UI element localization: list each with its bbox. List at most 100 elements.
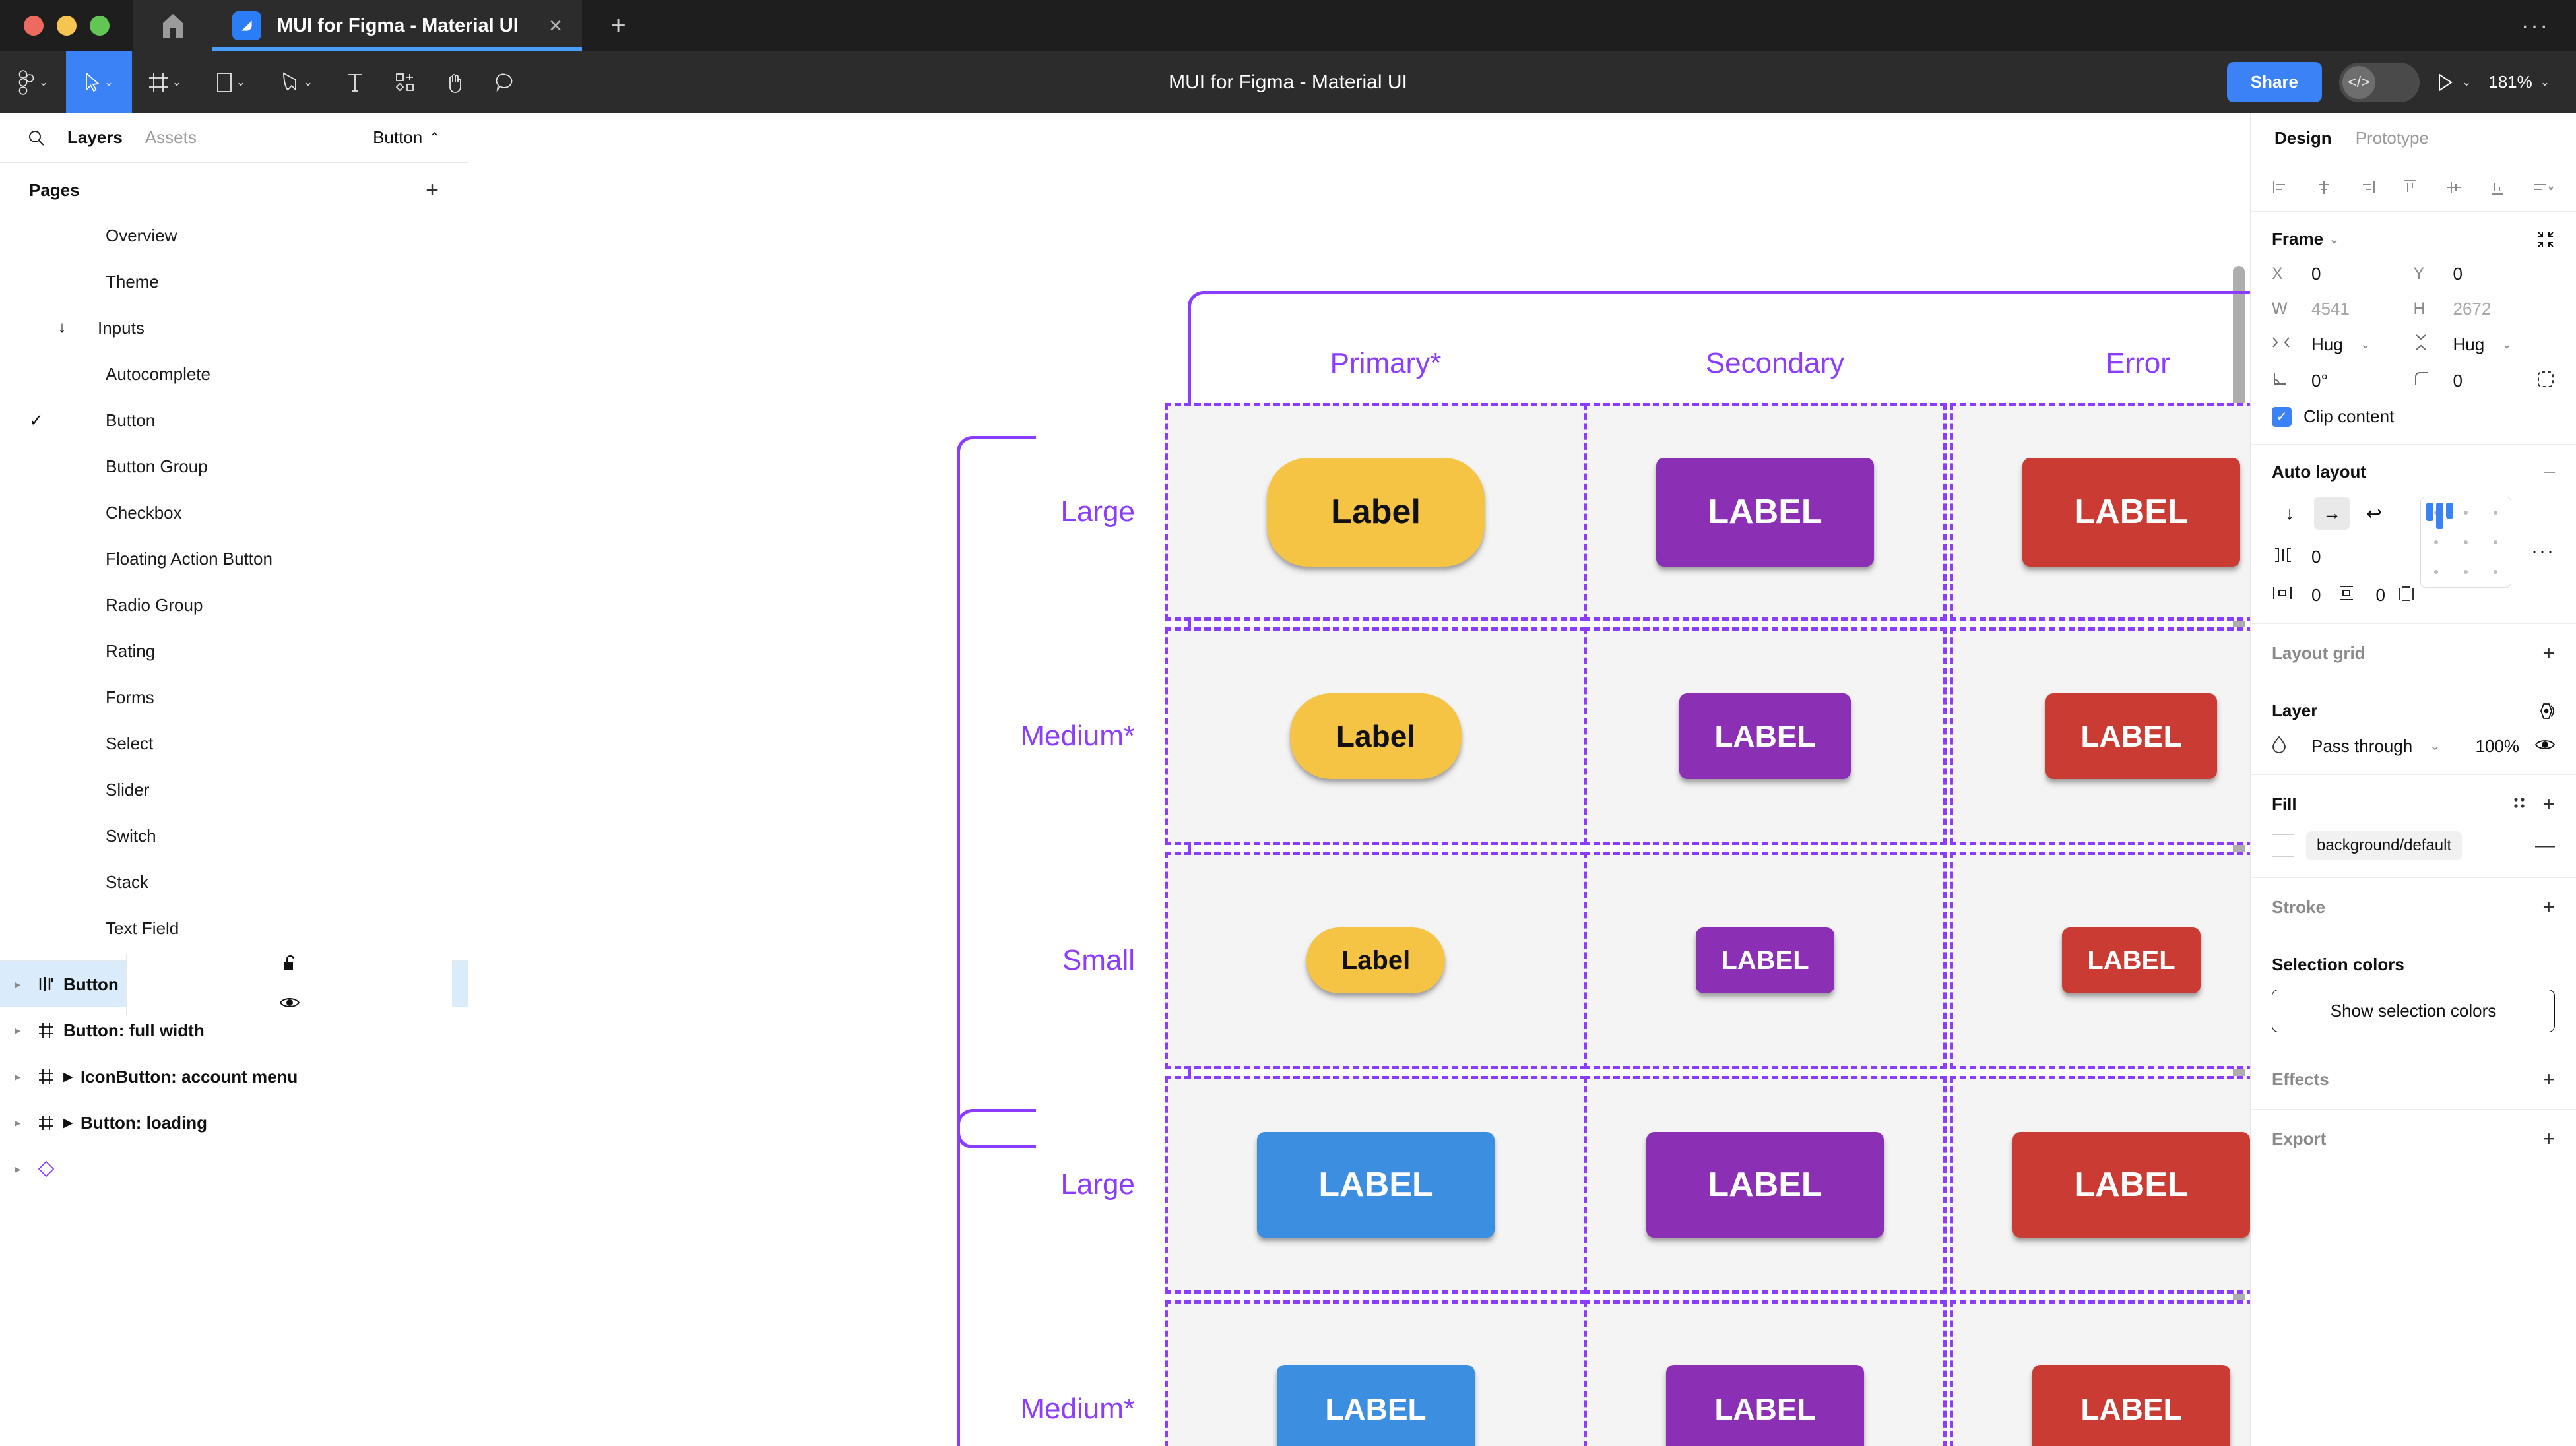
- frame-tool-icon[interactable]: ⌄: [132, 51, 198, 113]
- layer-item-button-full-width[interactable]: ▸Button: full width: [0, 1007, 468, 1053]
- move-tool-icon[interactable]: ⌄: [66, 51, 132, 113]
- vertical-padding-field[interactable]: 0: [2336, 584, 2414, 606]
- expand-triangle-icon[interactable]: ▶: [63, 1069, 73, 1084]
- page-item-rating[interactable]: Rating: [0, 628, 468, 674]
- hand-tool-icon[interactable]: [430, 51, 480, 113]
- align-right-icon[interactable]: [2359, 179, 2376, 196]
- layer-item-button-loading[interactable]: ▸▶Button: loading: [0, 1100, 468, 1146]
- shape-tool-icon[interactable]: ⌄: [198, 51, 264, 113]
- horizontal-resizing-select[interactable]: Hug ⌄: [2272, 334, 2414, 355]
- page-item-theme[interactable]: Theme: [0, 259, 468, 305]
- add-export-button[interactable]: +: [2542, 1127, 2555, 1150]
- layer-item-button[interactable]: ▸Button: [0, 954, 468, 1015]
- page-item-button[interactable]: ✓Button: [0, 397, 468, 443]
- tab-design[interactable]: Design: [2274, 127, 2332, 148]
- page-item-radio-group[interactable]: Radio Group: [0, 582, 468, 628]
- gap-field[interactable]: 0: [2272, 547, 2400, 567]
- remove-fill-button[interactable]: —: [2535, 834, 2555, 856]
- direction-vertical-button[interactable]: ↓: [2285, 503, 2294, 523]
- material-button[interactable]: LABEL: [1656, 457, 1874, 567]
- material-button[interactable]: Label: [1306, 927, 1445, 993]
- clip-content-checkbox[interactable]: ✓: [2272, 406, 2292, 427]
- align-bottom-icon[interactable]: [2489, 179, 2506, 196]
- page-item-overview[interactable]: Overview: [0, 212, 468, 259]
- align-vertical-center-icon[interactable]: [2445, 179, 2463, 196]
- material-button[interactable]: LABEL: [1696, 927, 1834, 993]
- align-left-icon[interactable]: [2272, 179, 2289, 196]
- browser-tab[interactable]: MUI for Figma - Material UI ×: [212, 0, 582, 51]
- independent-corners-button[interactable]: [2536, 370, 2555, 392]
- width-field[interactable]: W 4541: [2272, 299, 2414, 319]
- add-page-button[interactable]: +: [426, 177, 439, 203]
- auto-layout-more-button[interactable]: ···: [2531, 540, 2555, 562]
- show-selection-colors-button[interactable]: Show selection colors: [2272, 990, 2555, 1032]
- new-tab-button[interactable]: +: [610, 11, 626, 40]
- page-item-switch[interactable]: Switch: [0, 813, 468, 859]
- frame-resize-action[interactable]: [2536, 230, 2555, 249]
- window-overflow-menu[interactable]: ···: [2521, 13, 2550, 38]
- page-item-autocomplete[interactable]: Autocomplete: [0, 351, 468, 397]
- comment-tool-icon[interactable]: [480, 51, 531, 113]
- tab-layers[interactable]: Layers: [67, 127, 123, 147]
- eye-icon[interactable]: [279, 994, 300, 1015]
- expand-layer-icon[interactable]: ▸: [15, 1116, 21, 1129]
- remove-auto-layout-button[interactable]: —: [2544, 466, 2555, 478]
- align-horizontal-center-icon[interactable]: [2315, 179, 2333, 196]
- add-layout-grid-button[interactable]: +: [2542, 641, 2555, 665]
- material-button[interactable]: LABEL: [2022, 457, 2240, 567]
- fill-styles-button[interactable]: [2511, 794, 2528, 815]
- page-item-forms[interactable]: Forms: [0, 674, 468, 720]
- maximize-window-button[interactable]: [90, 16, 110, 36]
- x-field[interactable]: X 0: [2272, 264, 2414, 284]
- tab-assets[interactable]: Assets: [145, 127, 197, 147]
- material-button[interactable]: Label: [1267, 457, 1485, 567]
- minimize-window-button[interactable]: [57, 16, 77, 36]
- resources-tool-icon[interactable]: [380, 51, 430, 113]
- material-button[interactable]: LABEL: [1679, 693, 1851, 779]
- distribute-menu-icon[interactable]: [2532, 179, 2555, 196]
- present-group[interactable]: ⌄: [2437, 73, 2471, 92]
- layer-item-iconbutton-account-menu[interactable]: ▸▶IconButton: account menu: [0, 1053, 468, 1100]
- fill-token-label[interactable]: background/default: [2306, 831, 2463, 860]
- rotation-field[interactable]: 0°: [2272, 371, 2414, 391]
- fill-color-swatch[interactable]: [2272, 834, 2294, 857]
- close-window-button[interactable]: [24, 16, 44, 36]
- figma-menu-icon[interactable]: ⌄: [0, 51, 66, 113]
- design-canvas[interactable]: Contained Primary*SecondaryErrorWarningL…: [468, 113, 2250, 1446]
- material-button[interactable]: LABEL: [1257, 1132, 1495, 1238]
- close-tab-button[interactable]: ×: [549, 13, 562, 38]
- page-item-inputs[interactable]: ↓Inputs: [0, 305, 468, 351]
- page-selector[interactable]: Button ⌃: [373, 127, 440, 148]
- figma-home-button[interactable]: [133, 0, 212, 51]
- material-button[interactable]: LABEL: [1666, 1364, 1864, 1446]
- direction-horizontal-button[interactable]: →: [2314, 497, 2350, 530]
- opacity-field[interactable]: 100%: [2447, 736, 2556, 757]
- tab-prototype[interactable]: Prototype: [2355, 127, 2429, 148]
- page-item-button-group[interactable]: Button Group: [0, 443, 468, 489]
- layer-item-menu[interactable]: ▸: [0, 1146, 468, 1192]
- horizontal-padding-field[interactable]: 0: [2272, 585, 2336, 606]
- page-item-slider[interactable]: Slider: [0, 767, 468, 813]
- corner-radius-field[interactable]: 0: [2414, 370, 2556, 392]
- unlock-icon[interactable]: [282, 954, 298, 977]
- layer-annotations-button[interactable]: [2536, 702, 2555, 720]
- zoom-control[interactable]: 181% ⌄: [2488, 72, 2550, 92]
- height-field[interactable]: H 2672: [2414, 299, 2556, 319]
- page-item-select[interactable]: Select: [0, 720, 468, 767]
- dev-mode-toggle[interactable]: </>: [2339, 62, 2420, 102]
- expand-triangle-icon[interactable]: ▶: [63, 1116, 73, 1130]
- clip-content-row[interactable]: ✓ Clip content: [2272, 406, 2555, 427]
- text-tool-icon[interactable]: [330, 51, 380, 113]
- align-top-icon[interactable]: [2402, 179, 2419, 196]
- material-button[interactable]: LABEL: [2012, 1132, 2250, 1238]
- expand-layer-icon[interactable]: ▸: [15, 1023, 21, 1037]
- expand-layer-icon[interactable]: ▸: [15, 1162, 21, 1176]
- vertical-resizing-select[interactable]: Hug ⌄: [2414, 334, 2556, 356]
- material-button[interactable]: LABEL: [2045, 693, 2217, 779]
- material-button[interactable]: LABEL: [1277, 1364, 1475, 1446]
- add-effect-button[interactable]: +: [2542, 1067, 2555, 1091]
- expand-layer-icon[interactable]: ▸: [15, 977, 21, 991]
- page-item-stack[interactable]: Stack: [0, 859, 468, 905]
- add-stroke-button[interactable]: +: [2542, 895, 2555, 919]
- search-icon[interactable]: [28, 129, 45, 146]
